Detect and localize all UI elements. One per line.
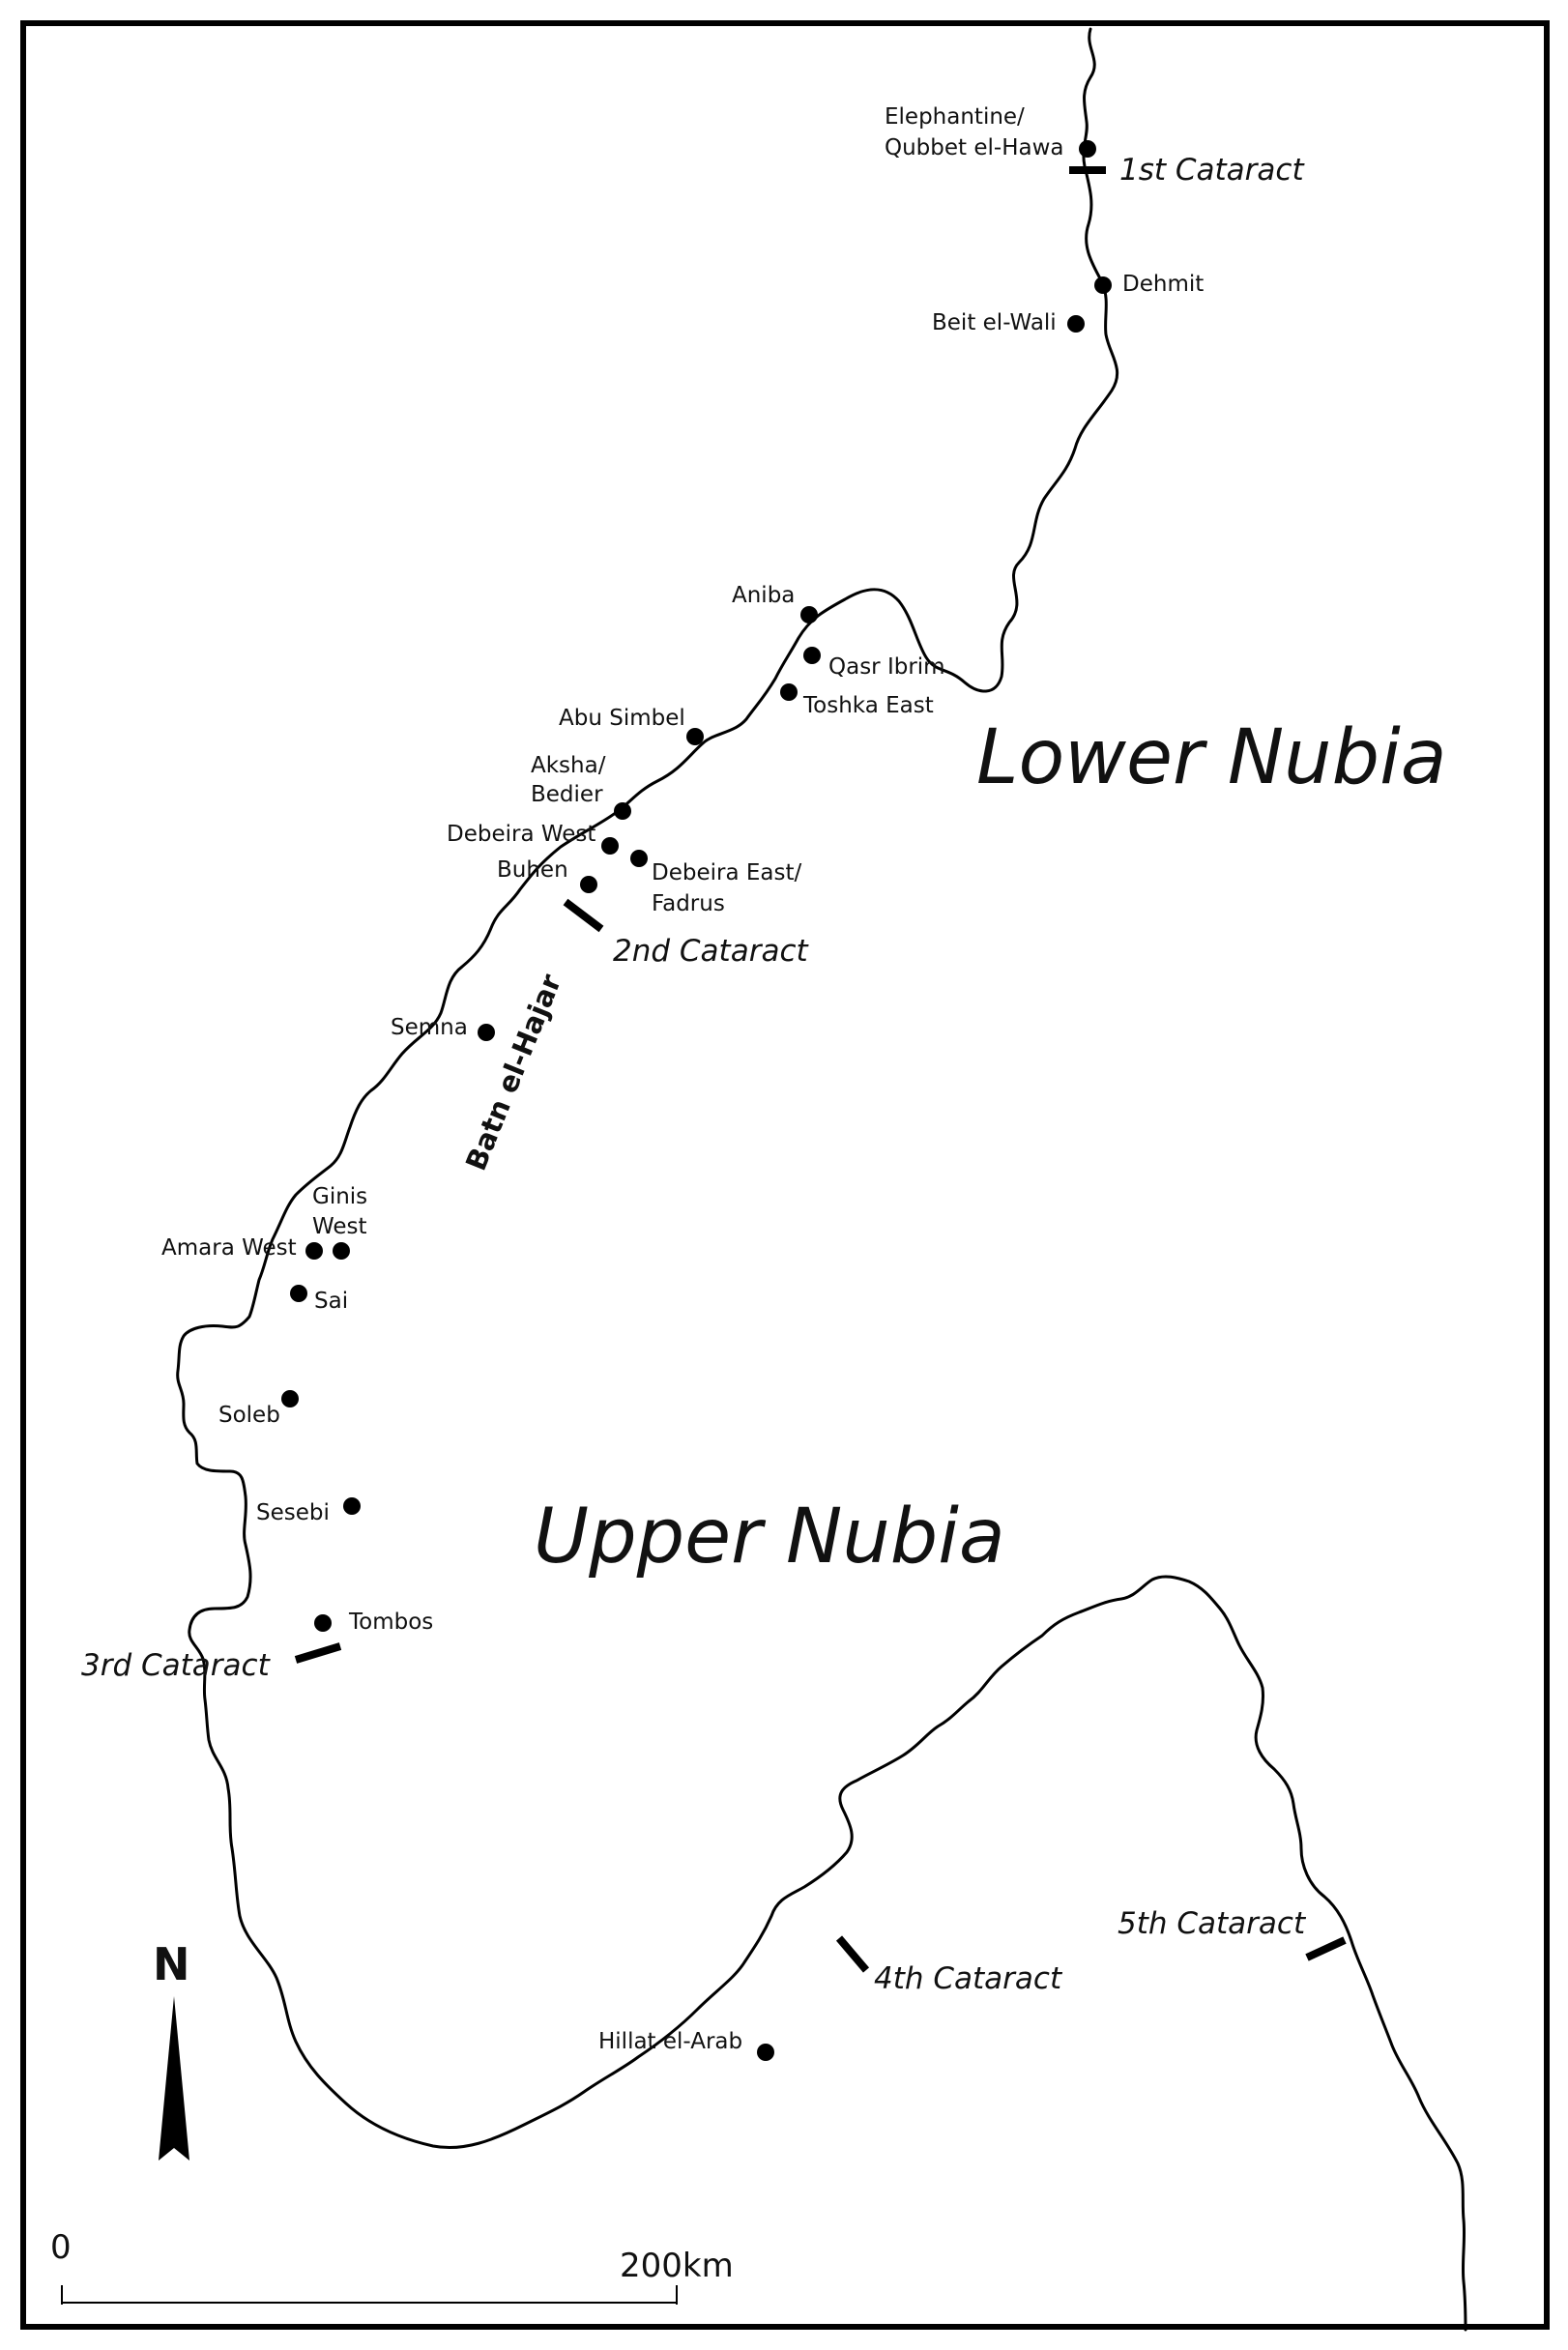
site-label-semna: Semna (391, 1015, 468, 1040)
site-label-tombos: Tombos (348, 1610, 433, 1635)
scale-label-end: 200km (620, 2247, 734, 2285)
site-label-aksha-1: Aksha/ (531, 753, 606, 778)
cataract-2-label: 2nd Cataract (613, 934, 809, 969)
scale-label-start: 0 (50, 2228, 72, 2267)
site-dot-toshka-east (780, 683, 798, 701)
cataract-5-label: 5th Cataract (1118, 1906, 1307, 1941)
site-dot-aksha (614, 802, 631, 820)
site-label-dehmit: Dehmit (1122, 272, 1204, 297)
site-dot-tombos (314, 1614, 332, 1632)
scale-bar (61, 2285, 678, 2305)
site-label-toshka-east: Toshka East (802, 693, 934, 718)
site-dot-sesebi (343, 1497, 361, 1515)
region-lower-nubia: Lower Nubia (976, 714, 1447, 801)
site-label-aksha-2: Bedier (531, 782, 603, 807)
site-label-ginis-2: West (312, 1214, 367, 1239)
site-dot-elephantine (1079, 140, 1096, 158)
site-dot-sai (290, 1285, 307, 1302)
north-label: N (153, 1938, 190, 1990)
site-markers (281, 140, 1112, 2061)
site-dot-amara-west (305, 1242, 323, 1260)
site-label-abu-simbel: Abu Simbel (559, 706, 685, 731)
site-label-aniba: Aniba (732, 583, 795, 608)
site-dot-dehmit (1094, 276, 1112, 294)
site-label-soleb: Soleb (218, 1403, 280, 1428)
site-dot-aniba (800, 606, 818, 624)
region-upper-nubia: Upper Nubia (534, 1494, 1005, 1581)
site-dot-semna (478, 1024, 495, 1041)
site-label-debeira-west: Debeira West (447, 822, 595, 847)
site-dot-buhen (580, 876, 597, 893)
site-label-debeira-east-1: Debeira East/ (652, 860, 801, 885)
cataract-5-bar (1305, 1936, 1347, 1961)
site-dot-beit-el-wali (1067, 315, 1085, 333)
cataract-4-bar (835, 1935, 870, 1973)
site-dot-ginis-west (333, 1242, 350, 1260)
cataract-3-label: 3rd Cataract (81, 1648, 272, 1683)
cataract-3-bar (294, 1642, 342, 1664)
nile-river (176, 27, 1467, 2332)
cataract-4-label: 4th Cataract (874, 1961, 1063, 1996)
site-label-sai: Sai (314, 1289, 348, 1314)
batn-el-hajar-label: Batn el-Hajar (459, 969, 568, 1175)
site-label-elephantine-2: Qubbet el-Hawa (885, 135, 1064, 160)
site-label-hillat-el-arab: Hillat el-Arab (598, 2029, 742, 2054)
map-frame (20, 20, 1550, 2330)
site-label-buhen: Buhen (497, 857, 568, 883)
site-dot-abu-simbel (686, 728, 704, 745)
site-dot-soleb (281, 1390, 299, 1407)
site-label-ginis-1: Ginis (312, 1184, 367, 1209)
site-label-debeira-east-2: Fadrus (652, 891, 725, 916)
site-dot-debeira-east (630, 850, 648, 867)
site-label-amara-west: Amara West (161, 1235, 297, 1261)
cataract-1-label: 1st Cataract (1119, 153, 1305, 188)
site-dot-debeira-west (601, 837, 619, 855)
site-label-sesebi: Sesebi (256, 1500, 330, 1525)
site-label-beit-el-wali: Beit el-Wali (932, 310, 1057, 335)
site-label-elephantine-1: Elephantine/ (885, 104, 1025, 130)
site-dot-qasr-ibrim (803, 647, 821, 664)
site-label-qasr-ibrim: Qasr Ibrim (828, 654, 945, 680)
north-arrow-icon (159, 1996, 189, 2161)
site-dot-hillat-el-arab (757, 2044, 774, 2061)
cataract-2-bar (563, 898, 604, 933)
